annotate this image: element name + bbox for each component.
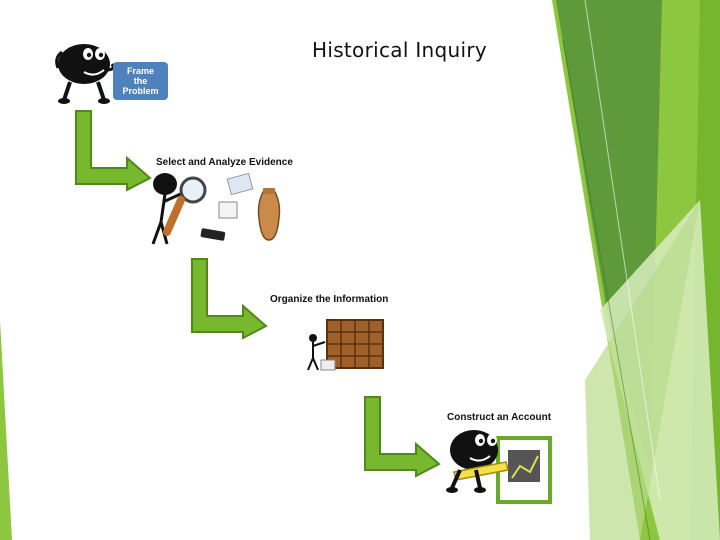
filing-cabinet-icon — [307, 319, 384, 371]
deco-mid-green-triangle — [585, 200, 700, 540]
step-label-frame: Frame the Problem — [122, 66, 159, 96]
green-elbow-arrow-icon — [75, 110, 152, 192]
green-elbow-arrow-icon — [191, 258, 268, 340]
frame-the-problem-box: Frame the Problem — [113, 62, 168, 100]
magnifier-figure-icon — [151, 172, 281, 245]
writer-figure-icon — [446, 430, 552, 504]
thinker-figure-icon — [55, 44, 115, 104]
step-label-select-evidence: Select and Analyze Evidence — [156, 157, 293, 168]
green-elbow-arrow-icon — [364, 396, 441, 478]
step-label-organize-information: Organize the Information — [270, 294, 389, 305]
deco-left-green-sliver — [0, 320, 12, 540]
step-label-construct-account: Construct an Account — [447, 412, 552, 423]
slide-title: Historical Inquiry — [312, 38, 487, 62]
